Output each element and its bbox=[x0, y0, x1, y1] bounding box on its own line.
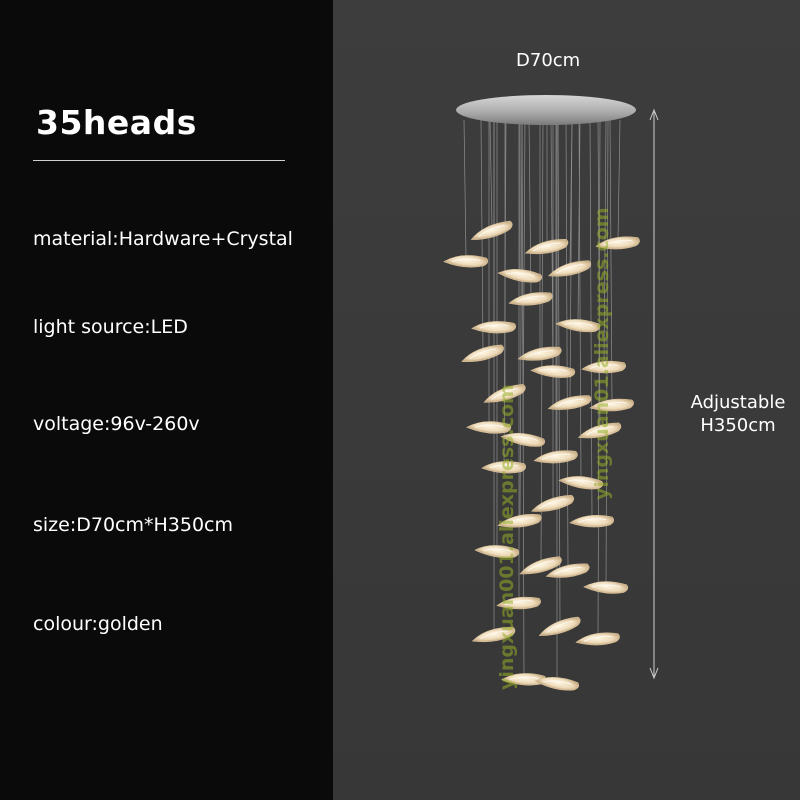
crystal-shade bbox=[524, 238, 569, 255]
watermark-text-2: yingxuan01.aliexpress.com bbox=[591, 207, 613, 500]
suspension-wire bbox=[569, 119, 573, 401]
crystal-shade bbox=[589, 398, 634, 412]
crystal-shade bbox=[501, 673, 547, 686]
suspension-wire bbox=[519, 119, 523, 519]
crystal-shade bbox=[470, 220, 513, 240]
suspension-wire bbox=[489, 119, 493, 229]
watermark-text-1: yingxuan001.aliexpress.com bbox=[496, 384, 518, 690]
crystal-shade bbox=[474, 545, 520, 559]
crystal-shade bbox=[569, 515, 615, 528]
crystal-shade bbox=[531, 494, 575, 512]
suspension-wire bbox=[540, 119, 544, 564]
crystal-shade bbox=[575, 632, 620, 646]
crystal-shade bbox=[500, 433, 546, 447]
height-label: Adjustable H350cm bbox=[676, 391, 800, 437]
crystal-shade bbox=[481, 461, 527, 474]
crystal-shade bbox=[530, 365, 576, 378]
crystal-shade bbox=[466, 421, 512, 434]
suspension-wire bbox=[503, 119, 507, 465]
suspension-wire bbox=[578, 119, 582, 480]
crystal-shade bbox=[545, 563, 590, 578]
voltage-spec: voltage:96v-260v bbox=[33, 413, 200, 435]
crystal-shades bbox=[443, 220, 640, 691]
crystal-shade bbox=[538, 616, 581, 636]
crystal-shade bbox=[548, 260, 592, 277]
height-value-text: H350cm bbox=[700, 415, 776, 436]
crystal-shade bbox=[471, 626, 516, 643]
crystal-shade bbox=[496, 596, 541, 610]
suspension-wire bbox=[528, 119, 532, 297]
crystal-shade bbox=[443, 255, 489, 268]
size-spec: size:D70cm*H350cm bbox=[33, 514, 234, 536]
diameter-label: D70cm bbox=[516, 50, 581, 71]
material-spec: material:Hardware+Crystal bbox=[33, 228, 293, 250]
crystal-shade bbox=[577, 422, 622, 439]
crystal-shade bbox=[595, 236, 640, 250]
spec-panel bbox=[0, 0, 333, 800]
crystal-shade bbox=[581, 360, 626, 374]
suspension-wire bbox=[609, 119, 613, 403]
suspension-wire bbox=[521, 119, 525, 677]
suspension-wire bbox=[463, 119, 467, 259]
title-divider bbox=[33, 160, 285, 161]
suspension-wire bbox=[565, 119, 569, 569]
suspension-wires bbox=[463, 119, 621, 680]
crystal-shade bbox=[497, 269, 543, 283]
crystal-shade bbox=[471, 321, 517, 334]
crystal-shade bbox=[519, 556, 562, 575]
height-dimension-line bbox=[649, 108, 659, 680]
crystal-shade bbox=[483, 384, 526, 403]
light-source-spec: light source:LED bbox=[33, 316, 188, 338]
crystal-shade bbox=[583, 581, 629, 594]
colour-spec: colour:golden bbox=[33, 613, 163, 635]
suspension-wire bbox=[597, 119, 601, 429]
crystal-shade bbox=[497, 514, 542, 528]
suspension-wire bbox=[617, 119, 621, 241]
suspension-wire bbox=[597, 119, 601, 637]
ceiling-canopy bbox=[456, 95, 636, 125]
crystal-shade bbox=[533, 450, 578, 464]
crystal-shade bbox=[547, 395, 592, 410]
crystal-shade bbox=[461, 344, 504, 362]
crystal-shade bbox=[517, 346, 562, 361]
crystal-shade bbox=[558, 476, 604, 490]
crystal-shade bbox=[508, 292, 553, 306]
suspension-wire bbox=[577, 119, 581, 323]
heads-count-title: 35heads bbox=[36, 103, 197, 142]
height-adjustable-text: Adjustable bbox=[690, 392, 786, 413]
crystal-shade bbox=[555, 319, 601, 333]
crystal-shade bbox=[534, 677, 580, 691]
suspension-wire bbox=[589, 119, 593, 519]
suspension-wire bbox=[605, 119, 609, 585]
